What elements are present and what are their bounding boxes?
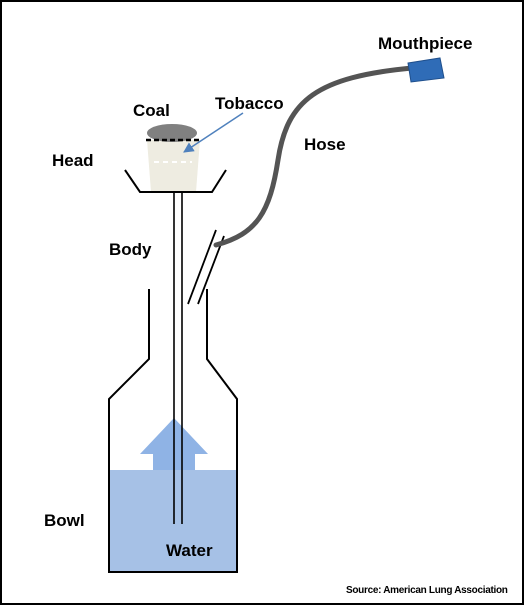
label-mouthpiece: Mouthpiece [378, 34, 473, 53]
hose-connector-outer [187, 229, 217, 305]
label-tobacco: Tobacco [215, 94, 284, 113]
source-credit: Source: American Lung Association [346, 585, 508, 596]
water-fill [109, 470, 237, 572]
hose-tube [213, 65, 415, 248]
mouthpiece-shape [407, 57, 445, 83]
hose-connector-inner [197, 235, 225, 305]
label-head: Head [52, 151, 94, 170]
head-funnel [147, 140, 200, 192]
label-coal: Coal [133, 101, 170, 120]
label-bowl: Bowl [44, 511, 85, 530]
head-tray [124, 169, 227, 193]
tobacco-pointer [183, 112, 244, 153]
label-water: Water [166, 541, 213, 560]
label-body: Body [109, 240, 152, 259]
label-hose: Hose [304, 135, 346, 154]
bowl-outline [108, 289, 238, 573]
coal-shape [147, 124, 197, 142]
